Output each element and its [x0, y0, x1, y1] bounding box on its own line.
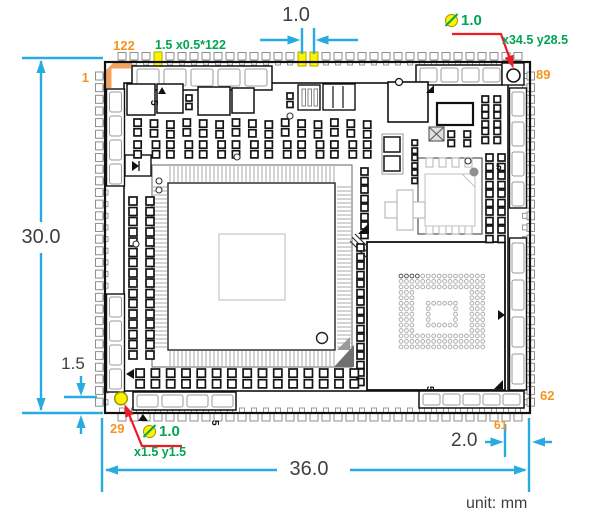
mounting-hole-top-right [506, 68, 521, 83]
chip-components [128, 92, 506, 389]
pin-label-29: 29 [110, 421, 125, 436]
pin-label-89: 89 [536, 67, 551, 82]
bga-footprint [349, 233, 506, 391]
dim-board-width: 36.0 [289, 458, 329, 480]
dim-pad-pitch: 1.0 [282, 4, 310, 26]
silkscreen-label: 5 [209, 420, 220, 426]
diameter-symbol-icon [445, 14, 458, 27]
mounting-hole-bottom-left [113, 391, 129, 406]
dim-board-height: 30.0 [21, 226, 61, 248]
silkscreen-label: 5 [148, 100, 159, 106]
note-hole-top-diameter: 1.0 [445, 13, 482, 28]
ic-components [124, 77, 475, 231]
edge-pad-strips [105, 62, 528, 411]
note-pad-spec: 1.5 x0.5*122 [155, 38, 226, 52]
silkscreen-label: 5 [496, 162, 502, 173]
note-hole-bottom-position: x1.5 y1.5 [134, 445, 187, 459]
dim-hole-edge-offset: 1.5 [61, 354, 85, 373]
note-hole-top-position: x34.5 y28.5 [502, 33, 569, 47]
diameter-symbol-icon [143, 425, 156, 438]
pin1-corner-marker [105, 62, 131, 88]
qfn-footprint [417, 157, 483, 235]
note-hole-bottom-diameter: 1.0 [143, 424, 180, 439]
pin-label-61: 61 [494, 418, 508, 432]
silkscreen-label: 5 [424, 386, 435, 392]
qfp-footprint [151, 164, 354, 368]
hole-top-diameter-value: 1.0 [461, 12, 482, 29]
dim-right-pad-offset: 2.0 [451, 430, 478, 451]
pin-label-122: 122 [113, 38, 135, 53]
pin-label-1: 1 [81, 70, 89, 85]
pin-label-62: 62 [540, 388, 555, 403]
silkscreen-marks: 5 5 5 5 [126, 85, 502, 426]
hole-bottom-diameter-value: 1.0 [159, 423, 180, 440]
unit-label: unit: mm [466, 495, 528, 512]
dimension-lines [22, 28, 552, 492]
leader-lines [124, 32, 514, 448]
board-outline [103, 60, 532, 415]
